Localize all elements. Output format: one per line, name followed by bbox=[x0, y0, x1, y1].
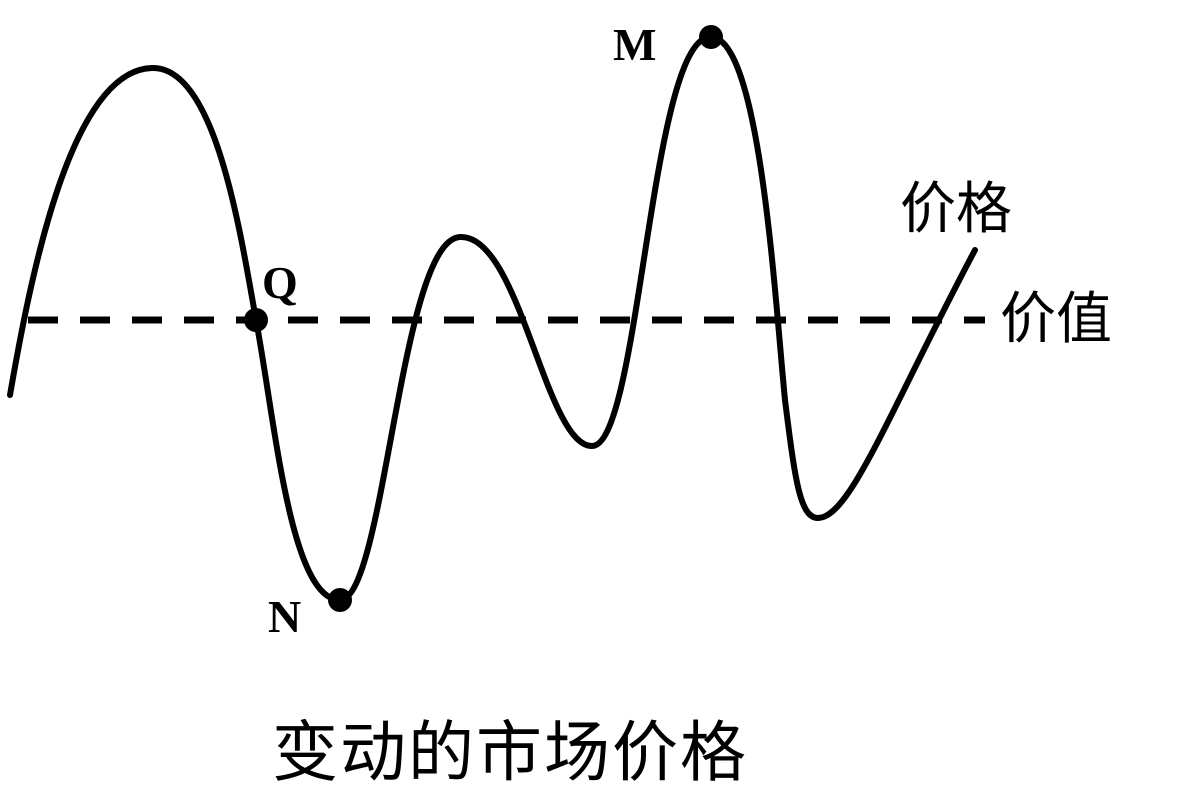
diagram-caption: 变动的市场价格 bbox=[272, 714, 748, 791]
value-line-label: 价值 bbox=[1000, 287, 1112, 352]
point-n-label: N bbox=[268, 591, 301, 642]
point-m-marker bbox=[699, 25, 723, 49]
point-q-marker bbox=[244, 308, 268, 332]
price-curve bbox=[7, 33, 978, 603]
point-q-label: Q bbox=[262, 257, 298, 308]
point-m-label: M bbox=[613, 19, 656, 70]
point-n-marker bbox=[328, 588, 352, 612]
price-line-label: 价格 bbox=[900, 177, 1012, 242]
